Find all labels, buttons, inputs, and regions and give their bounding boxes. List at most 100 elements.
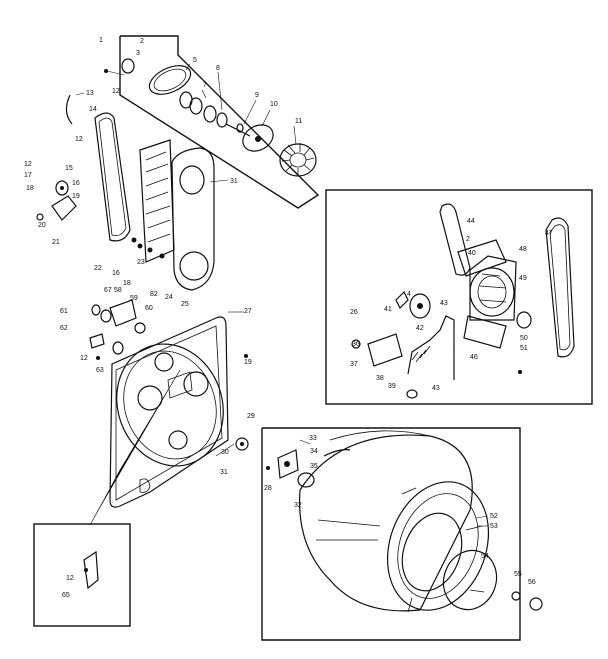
callout-60: 60	[145, 305, 153, 312]
bulkhead-port-right	[183, 371, 209, 397]
part-12-screw	[104, 69, 108, 73]
part-11-blower-wheel	[279, 143, 317, 177]
heater-duct-group	[131, 139, 215, 291]
callout-15: 15	[65, 165, 73, 172]
callout-50: 50	[520, 335, 528, 342]
callout-67: 67	[104, 287, 112, 294]
duct-lower-opening	[179, 251, 209, 281]
part-59-thermostat	[109, 299, 137, 327]
part-62-sensor	[89, 333, 105, 349]
part-50-pulley	[516, 311, 532, 329]
part-37-bracket	[367, 333, 403, 367]
callout-54: 54	[481, 553, 489, 560]
part-33-bracket	[277, 449, 299, 479]
part-43-rod	[407, 315, 455, 380]
bulkhead-port-top	[154, 352, 174, 372]
callout-28: 28	[264, 485, 272, 492]
callout-13: 13	[86, 90, 94, 97]
callout-48: 48	[519, 246, 527, 253]
callout-53: 53	[490, 523, 498, 530]
callout-62: 62	[60, 325, 68, 332]
part-56-nut	[529, 597, 543, 611]
callout-8: 8	[216, 65, 220, 72]
callout-20: 20	[38, 222, 46, 229]
callout-4: 4	[407, 291, 411, 298]
callout-63: 63	[96, 367, 104, 374]
callout-31-top: 31	[230, 178, 238, 185]
part-40-bracket	[457, 239, 507, 277]
callout-49: 49	[519, 275, 527, 282]
callout-35: 35	[310, 463, 318, 470]
part-21-idler-bracket	[51, 195, 77, 221]
callout-51: 51	[520, 345, 528, 352]
callout-2: 2	[140, 38, 144, 45]
part-5-pulley-disc	[148, 65, 192, 95]
callout-25: 25	[181, 301, 189, 308]
callout-38: 38	[376, 375, 384, 382]
callout-18: 18	[26, 185, 34, 192]
left-belt-group	[36, 94, 131, 242]
part-47-belt	[545, 217, 575, 358]
part-10-disc	[242, 124, 274, 152]
part-49-motor	[469, 255, 517, 321]
callout-61: 61	[60, 308, 68, 315]
part-2-bushing	[121, 58, 135, 74]
callout-47: 47	[545, 230, 553, 237]
callout-16-b: 16	[112, 270, 120, 277]
bulkhead-port-bottom	[168, 430, 188, 450]
part-63-sensor	[112, 341, 124, 355]
callout-11: 11	[295, 118, 302, 125]
callout-58: 58	[114, 287, 122, 294]
callout-37: 37	[350, 361, 358, 368]
part-43-nut	[406, 389, 418, 399]
sensor-parts-group	[89, 299, 146, 360]
duct-opening	[179, 165, 205, 195]
callout-59: 59	[130, 295, 138, 302]
part-60-fuse	[134, 322, 146, 334]
part-19-wire	[89, 369, 181, 526]
inset-box-left	[33, 523, 131, 627]
callout-32: 32	[294, 502, 302, 509]
callout-21: 21	[52, 239, 60, 246]
part-7-bearing-set	[179, 91, 228, 128]
callout-56: 56	[528, 579, 536, 586]
part-55-washer	[511, 591, 521, 601]
callout-10: 10	[270, 101, 278, 108]
callout-43-bottom: 43	[432, 385, 440, 392]
callout-46: 46	[470, 354, 478, 361]
callout-44: 44	[467, 218, 475, 225]
callout-12-b: 12	[75, 136, 83, 143]
callout-22: 22	[94, 265, 102, 272]
callout-labels: 1 2 3 5 7 8 9 10 11 12 13 14 12 12 15 16…	[24, 37, 553, 599]
callout-24: 24	[165, 294, 173, 301]
callout-1: 1	[99, 37, 103, 44]
part-42-pulley	[409, 293, 431, 319]
callout-14: 14	[89, 106, 97, 113]
part-32-bearing	[297, 472, 315, 488]
callout-29: 29	[247, 413, 255, 420]
callout-12-top: 12	[112, 88, 120, 95]
callout-34: 34	[310, 448, 318, 455]
callout-2-b: 2	[466, 236, 470, 243]
part-9-washer	[236, 123, 244, 133]
part-44-belt	[439, 203, 471, 276]
callout-43-top: 43	[440, 300, 448, 307]
callout-33: 33	[309, 435, 317, 442]
callout-42: 42	[416, 325, 424, 332]
callout-19-b: 19	[244, 359, 252, 366]
callout-23: 23	[137, 259, 145, 266]
callout-30: 30	[221, 449, 229, 456]
callout-18-b: 18	[123, 280, 131, 287]
part-46-base	[463, 315, 507, 349]
part-13-belt-segment	[65, 94, 73, 125]
callout-39: 39	[388, 383, 396, 390]
callout-55: 55	[514, 571, 522, 578]
callout-17: 17	[24, 172, 32, 179]
callout-26: 26	[350, 309, 358, 316]
callout-52: 52	[490, 513, 498, 520]
callout-82: 82	[150, 291, 158, 298]
part-65-bracket	[83, 550, 99, 590]
part-27-rear-bulkhead	[89, 316, 249, 526]
part-30-bearing	[235, 437, 249, 451]
top-assembly-group	[104, 35, 320, 209]
